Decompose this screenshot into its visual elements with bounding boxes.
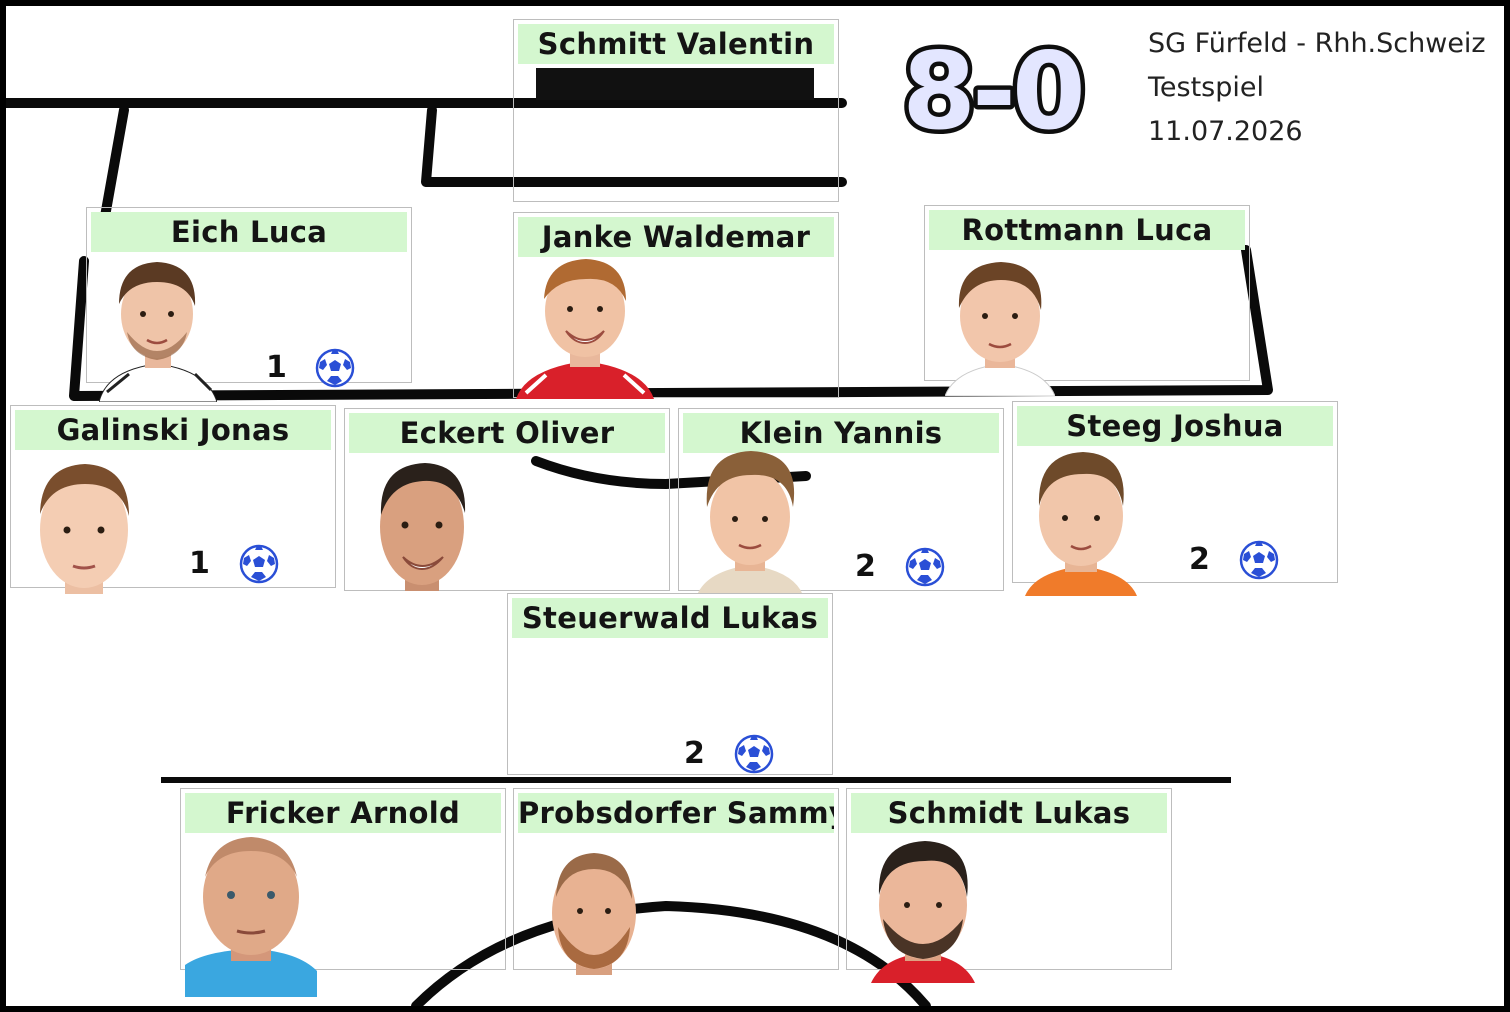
player-photo — [185, 837, 317, 997]
pitch-lines — [6, 68, 1273, 1006]
player-photo — [99, 262, 217, 402]
player-photo — [40, 464, 129, 594]
score-text: 8-0 — [902, 36, 1082, 146]
player-name: Schmidt Lukas — [851, 793, 1167, 833]
jersey — [1025, 566, 1137, 596]
player-card-eckert-oliver: Eckert Oliver — [344, 408, 670, 591]
match-teams: SG Fürfeld - Rhh.Schweiz — [1148, 28, 1486, 59]
player-photo — [380, 463, 466, 591]
jersey — [516, 361, 654, 399]
jersey — [945, 363, 1055, 396]
player-name: Galinski Jonas — [15, 410, 331, 450]
player-card-fricker-arnold: Fricker Arnold — [180, 788, 506, 997]
player-card-schmidt-lukas: Schmidt Lukas — [846, 788, 1172, 983]
goal-count: 1 — [266, 350, 287, 385]
player-card-klein-yannis: Klein Yannis 2 — [678, 408, 1004, 595]
jersey — [697, 565, 803, 595]
player-card-probsdorfer-sammy: Probsdorfer Sammy — [513, 788, 839, 975]
player-name: Klein Yannis — [683, 413, 999, 453]
player-photo — [552, 853, 636, 975]
player-photo — [516, 259, 654, 399]
match-date: 11.07.2026 — [1148, 116, 1303, 147]
player-card-steeg-joshua: Steeg Joshua 2 — [1012, 401, 1338, 596]
player-name: Janke Waldemar — [518, 217, 834, 257]
player-photo — [1025, 452, 1137, 596]
player-card-galinski-jonas: Galinski Jonas 1 — [10, 405, 336, 594]
player-card-janke-waldemar: Janke Waldemar — [513, 212, 839, 399]
ball-icon — [315, 348, 355, 388]
ball-icon — [239, 544, 279, 584]
player-name: Steeg Joshua — [1017, 406, 1333, 446]
ball-icon — [734, 734, 774, 774]
player-name: Fricker Arnold — [185, 793, 501, 833]
goal-count: 2 — [684, 736, 705, 771]
player-card-steuerwald-lukas: Steuerwald Lukas 2 — [507, 593, 833, 775]
match-score: 8-0 — [898, 36, 1091, 146]
player-card-goalkeeper: Schmitt Valentin — [513, 19, 839, 202]
player-name: Probsdorfer Sammy — [518, 793, 834, 833]
player-name: Rottmann Luca — [929, 210, 1245, 250]
player-name: Eckert Oliver — [349, 413, 665, 453]
player-photo — [945, 262, 1055, 396]
jersey — [185, 949, 317, 997]
goal-count: 1 — [189, 546, 210, 581]
player-card-eich-luca: Eich Luca 1 — [86, 207, 412, 402]
lineup-board: Schmitt Valentin Eich Luca 1 Janke Walde… — [6, 6, 1504, 1006]
goal-count: 2 — [855, 549, 876, 584]
player-name: Schmitt Valentin — [518, 24, 834, 64]
player-name: Eich Luca — [91, 212, 407, 252]
player-name: Steuerwald Lukas — [512, 598, 828, 638]
player-photo — [871, 841, 975, 983]
player-card-rottmann-luca: Rottmann Luca — [924, 205, 1250, 396]
goal-count: 2 — [1189, 542, 1210, 577]
player-photo — [697, 451, 803, 595]
ball-icon — [1239, 540, 1279, 580]
ball-icon — [905, 547, 945, 587]
match-type: Testspiel — [1148, 72, 1264, 103]
jersey — [871, 953, 975, 983]
